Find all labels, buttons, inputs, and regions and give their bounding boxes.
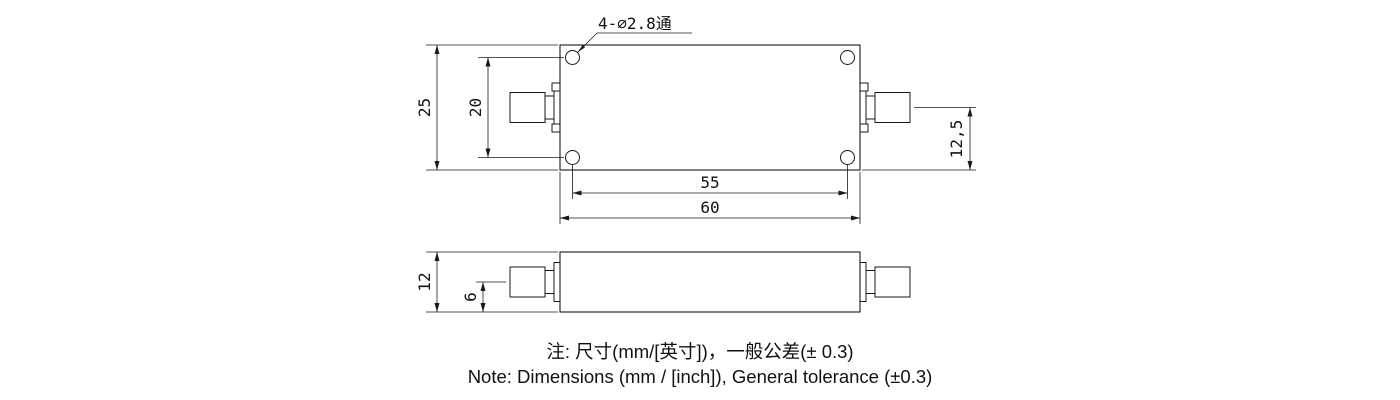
arrowhead xyxy=(572,190,582,196)
dimension-label: 12,5 xyxy=(947,120,966,159)
note-line-english: Note: Dimensions (mm / [inch]), General … xyxy=(468,366,933,387)
mounting-hole-top-left xyxy=(565,50,580,65)
mounting-hole-bottom-right xyxy=(840,150,855,165)
dimension-connector-center-to-bottom: 12,5 xyxy=(862,107,976,171)
arrowhead xyxy=(560,215,569,221)
connector-step xyxy=(865,95,876,120)
top-view xyxy=(509,44,911,171)
dimension-label: 6 xyxy=(461,292,480,302)
connector-barrel xyxy=(874,266,911,298)
connector-tab-top xyxy=(551,82,561,92)
connector-step xyxy=(865,270,876,294)
dimension-label: 20 xyxy=(466,98,485,117)
body-top-view xyxy=(559,44,861,171)
connector-plate xyxy=(553,262,561,302)
mounting-hole-bottom-left xyxy=(565,150,580,165)
dimension-hole-spacing-horizontal: 55 xyxy=(572,165,848,199)
right-sma-connector xyxy=(859,82,911,133)
arrowhead xyxy=(485,57,491,67)
dimension-side-connector-center: 6 xyxy=(461,281,506,312)
connector-plate xyxy=(859,262,867,302)
dimension-label: 55 xyxy=(700,173,719,192)
connector-barrel xyxy=(509,92,546,123)
dimension-overall-height: 25 xyxy=(415,44,558,171)
mounting-hole-top-right xyxy=(840,50,855,65)
arrowhead xyxy=(434,161,440,170)
right-sma-connector xyxy=(859,262,911,302)
connector-plate xyxy=(553,87,561,128)
connector-tab-bottom xyxy=(551,123,561,133)
connector-tab-top xyxy=(859,82,869,92)
notes-block: 注: 尺寸(mm/[英寸])，一般公差(± 0.3) Note: Dimensi… xyxy=(468,341,933,387)
connector-barrel xyxy=(874,92,911,123)
connector-plate xyxy=(859,87,867,128)
arrowhead xyxy=(434,303,440,312)
arrowhead xyxy=(434,252,440,261)
left-sma-connector xyxy=(509,82,561,133)
side-view xyxy=(509,251,911,313)
arrowhead xyxy=(480,282,486,291)
side-view-dimensions: 12 6 xyxy=(415,251,558,313)
arrowhead xyxy=(838,190,848,196)
arrowhead xyxy=(967,107,973,117)
arrowhead xyxy=(434,45,440,54)
arrowhead xyxy=(851,215,860,221)
connector-tab-bottom xyxy=(859,123,869,133)
connector-step xyxy=(544,270,555,294)
arrowhead xyxy=(480,303,486,312)
connector-step xyxy=(544,95,555,120)
top-view-dimensions: 4-∅2.8通 25 20 xyxy=(415,14,976,224)
hole-callout-label: 4-∅2.8通 xyxy=(598,14,672,33)
arrowhead xyxy=(485,148,491,158)
dimension-overall-length: 60 xyxy=(559,172,861,224)
dimension-label: 25 xyxy=(415,98,434,117)
dimension-label: 12 xyxy=(415,272,434,291)
dimension-hole-spacing-vertical: 20 xyxy=(466,57,564,158)
note-line-chinese: 注: 尺寸(mm/[英寸])，一般公差(± 0.3) xyxy=(546,341,853,362)
dimension-side-overall-height: 12 xyxy=(415,251,558,313)
body-side-view xyxy=(559,251,861,313)
hole-callout-leader: 4-∅2.8通 xyxy=(577,14,692,53)
left-sma-connector xyxy=(509,262,561,302)
arrowhead xyxy=(967,161,973,170)
dimension-label: 60 xyxy=(700,198,719,217)
leader-arrowhead xyxy=(577,44,586,53)
connector-barrel xyxy=(509,266,546,298)
